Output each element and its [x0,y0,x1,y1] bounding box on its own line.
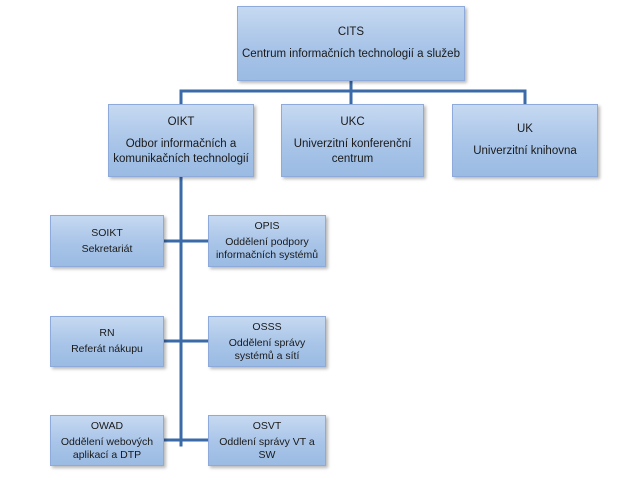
org-node-uk: UK Univerzitní knihovna [452,104,598,177]
org-node-cits: CITS Centrum informačních technologií a … [237,6,465,81]
node-code: OSVT [252,419,282,432]
node-code: SOIKT [91,226,123,239]
node-name: Centrum informačních technologií a služe… [242,48,460,60]
node-name-line1: Univerzitní knihovna [473,145,577,157]
node-name-line2: komunikačních technologií [113,152,249,165]
node-code: CITS [337,26,365,38]
node-code: OSSS [252,320,282,333]
node-name-line2: informačních systémů [215,249,319,261]
node-name-line1: Oddlení správy VT a [219,435,315,448]
node-name-line1: Oddělení podpory [225,236,309,248]
org-node-owad: OWAD Oddělení webových aplikací a DTP [50,415,164,466]
org-node-osss: OSSS Oddělení správy systémů a sítí [208,316,326,367]
node-code: UK [517,123,533,135]
node-code: OIKT [167,115,195,128]
node-code: OWAD [90,419,124,432]
node-name-line1: Univerzitní konferenční [293,137,412,150]
org-node-rn: RN Referát nákupu [50,316,164,367]
node-name-line1: Odbor informačních a [125,137,237,150]
node-code: RN [99,327,115,339]
node-name-line1: Sekretariát [81,242,133,255]
node-code: UKC [340,115,365,128]
node-name-line2: aplikací a DTP [72,448,142,461]
org-node-osvt: OSVT Oddlení správy VT a SW [208,415,326,466]
node-name-line1: Referát nákupu [71,343,143,355]
org-node-soikt: SOIKT Sekretariát [50,215,164,267]
org-node-ukc: UKC Univerzitní konferenční centrum [281,104,424,177]
node-name-line1: Oddělení správy [228,336,306,349]
node-name-line2: centrum [331,152,374,165]
org-node-oikt: OIKT Odbor informačních a komunikačních … [108,104,254,177]
node-name-line2: SW [258,448,276,461]
node-name-line1: Oddělení webových [60,435,154,448]
node-code: OPIS [254,220,280,232]
node-name-line2: systémů a sítí [234,349,300,362]
org-node-opis: OPIS Oddělení podpory informačních systé… [208,215,326,267]
